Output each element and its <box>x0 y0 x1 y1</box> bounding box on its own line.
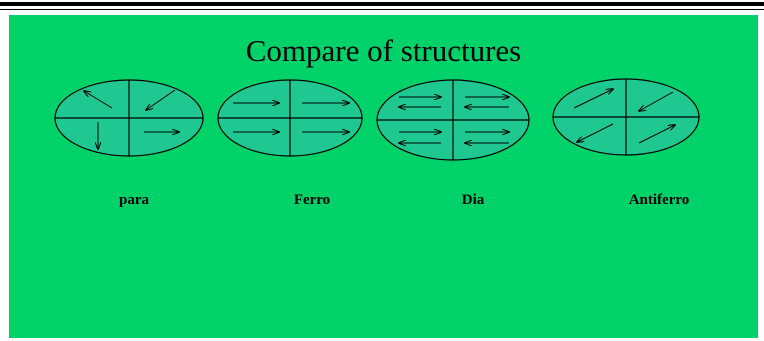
label-para: para <box>119 192 149 208</box>
top-border-thick <box>0 2 764 6</box>
antiferro-arrow-top-left <box>573 89 613 109</box>
antiferro-arrow-bottom-left <box>577 123 614 142</box>
ferro-domain-diagram <box>217 79 363 157</box>
top-border-thin <box>0 9 764 10</box>
para-domain-diagram <box>54 79 204 157</box>
antiferro-domain-diagram <box>552 78 700 156</box>
dia-domain-diagram <box>376 79 530 161</box>
label-antiferro: Antiferro <box>628 192 690 208</box>
antiferro-arrow-top-right <box>639 91 674 111</box>
slide: Compare of structures <box>9 15 758 338</box>
para-arrow-top-right <box>146 89 176 110</box>
label-dia: Dia <box>461 192 485 208</box>
antiferro-arrow-bottom-right <box>638 125 675 144</box>
label-ferro: Ferro <box>293 192 331 208</box>
para-arrow-top-left <box>84 91 113 109</box>
slide-title: Compare of structures <box>245 33 522 68</box>
structures-diagram <box>54 78 700 161</box>
